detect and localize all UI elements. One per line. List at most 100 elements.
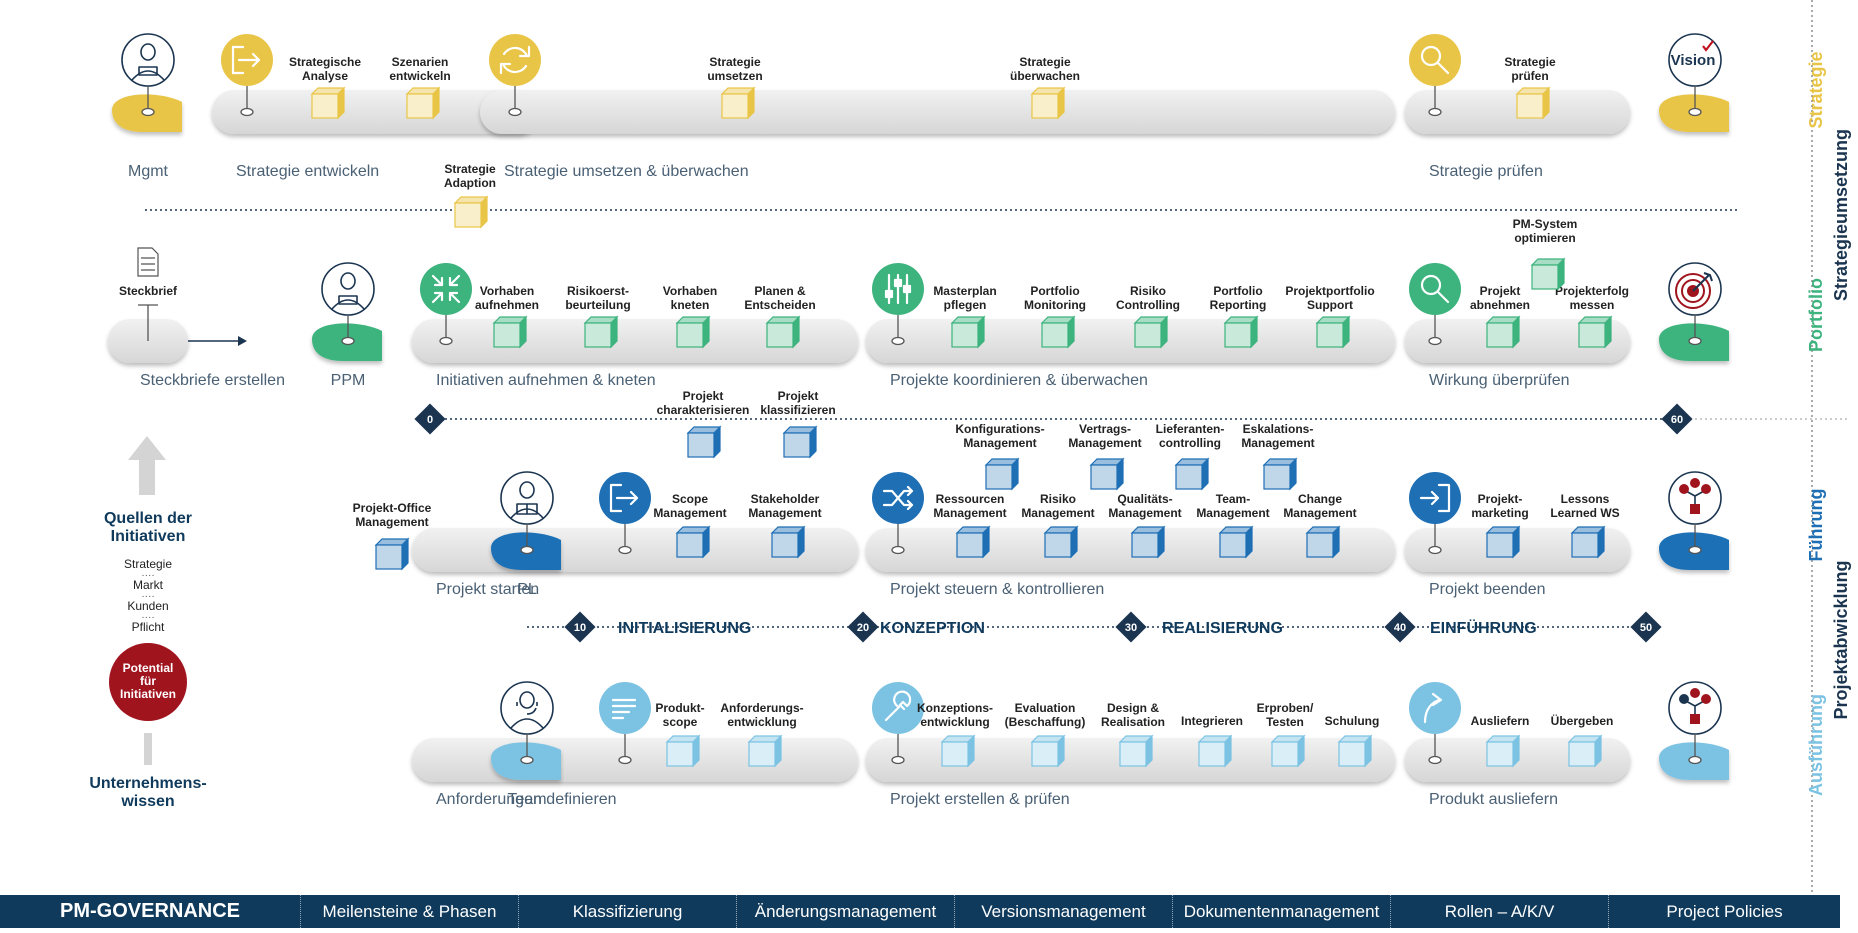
task-cube <box>1218 525 1254 559</box>
glyph-path <box>1419 483 1451 513</box>
task-cube <box>984 457 1020 491</box>
cube-front <box>748 741 776 767</box>
shoulders <box>131 70 165 81</box>
task-label: marketing <box>1471 506 1528 520</box>
task-label: Risiko <box>1040 492 1076 506</box>
cube-side <box>1342 315 1350 349</box>
task-label: Anforderungs- <box>720 701 803 715</box>
task-label: beurteilung <box>565 298 630 312</box>
org-node <box>1701 694 1711 704</box>
task-label: Team- <box>1216 492 1250 506</box>
cube-side <box>1160 315 1168 349</box>
task-label: Erproben/ <box>1257 701 1314 715</box>
role-label: PPM <box>331 372 366 389</box>
pin-dot <box>240 107 254 117</box>
cube-front <box>375 544 403 570</box>
governance-item: Rollen – A/K/V <box>1390 895 1608 928</box>
cube-front <box>311 93 339 119</box>
cube-front <box>1041 322 1069 348</box>
task-label: Eskalations- <box>1243 422 1314 436</box>
potential-circle <box>109 643 187 721</box>
cube-front <box>1044 532 1072 558</box>
dots: ···· <box>141 570 154 581</box>
book <box>516 503 538 515</box>
cube-front <box>771 532 799 558</box>
steckbrief-title: Steckbriefe erstellen <box>140 372 285 389</box>
role-label: Team <box>507 791 546 808</box>
task-label: Konzeptions- <box>917 701 993 715</box>
task-cube <box>950 315 986 349</box>
phase-name: EINFÜHRUNG <box>1430 618 1537 637</box>
task-label: Management <box>748 506 821 520</box>
task-label: Design & <box>1107 701 1159 715</box>
task-label: messen <box>1570 298 1615 312</box>
task-cube <box>1089 457 1125 491</box>
cube-side <box>809 425 817 459</box>
cube-side <box>982 525 990 559</box>
pin-dot <box>1688 107 1702 117</box>
dots: ···· <box>141 591 154 602</box>
task-cube <box>1515 86 1551 120</box>
phase-name: KONZEPTION <box>880 620 985 637</box>
task-cube <box>1043 525 1079 559</box>
org-node <box>1690 504 1700 514</box>
phase-name: INITIALISIERUNG <box>618 620 751 637</box>
phase-title: Projekt steuern & kontrollieren <box>890 581 1104 598</box>
task-cube <box>782 425 818 459</box>
task-label: Vorhaben <box>663 284 717 298</box>
task-label: Adaption <box>444 176 496 190</box>
side-projektabwicklung: Projektabwicklung <box>1831 560 1851 719</box>
task-label: charakterisieren <box>657 403 750 417</box>
phase-badge <box>420 263 472 315</box>
cube-side <box>519 315 527 349</box>
task-cube <box>1485 315 1521 349</box>
milestone-diamond <box>1661 403 1693 435</box>
task-cube <box>720 86 756 120</box>
cube-front <box>721 93 749 119</box>
task-cube <box>492 315 528 349</box>
glyph-knob <box>884 289 894 299</box>
cube-side <box>713 425 721 459</box>
task-cube <box>1485 525 1521 559</box>
milestone-number: 0 <box>427 414 433 426</box>
cube-front <box>1198 741 1226 767</box>
cube-side <box>1067 315 1075 349</box>
task-cube <box>1577 315 1613 349</box>
target-icon <box>1675 272 1713 309</box>
phase-title: Projekte koordinieren & überwachen <box>890 372 1148 389</box>
source-item: Markt <box>133 578 164 592</box>
task-label: Entscheiden <box>744 298 815 312</box>
cube-front <box>676 532 704 558</box>
pin-dot <box>1428 107 1442 117</box>
task-label: PM-System <box>1513 217 1578 231</box>
task-cube <box>1315 315 1351 349</box>
cube-front <box>406 93 434 119</box>
task-label: controlling <box>1159 436 1221 450</box>
cube-side <box>692 734 700 768</box>
task-label: (Beschaffung) <box>1005 715 1086 729</box>
side-fuehrung: Führung <box>1806 489 1826 562</box>
task-cube <box>1485 734 1521 768</box>
role-label: Mgmt <box>128 163 169 180</box>
milestone-number: 40 <box>1394 622 1406 634</box>
cube-front <box>1031 741 1059 767</box>
task-label: Management <box>1283 506 1356 520</box>
cube-front <box>1531 264 1559 290</box>
task-label: Strategie <box>444 162 496 176</box>
task-cube <box>1567 734 1603 768</box>
cube-front <box>584 322 612 348</box>
pin-dot <box>891 336 905 346</box>
cube-front <box>1175 464 1203 490</box>
task-label: Risiko <box>1130 284 1166 298</box>
task-label: Integrieren <box>1181 714 1243 728</box>
task-label: pflegen <box>944 298 987 312</box>
task-label: Learned WS <box>1550 506 1619 520</box>
task-label: Projekt <box>778 389 819 403</box>
phase-title: Anforderungen definieren <box>436 791 617 808</box>
task-label: optimieren <box>1514 231 1575 245</box>
glyph-path <box>431 274 461 304</box>
sources-title: Initiativen <box>111 528 186 545</box>
up-arrow <box>128 436 166 495</box>
cube-front <box>1571 532 1599 558</box>
cube-front <box>687 432 715 458</box>
